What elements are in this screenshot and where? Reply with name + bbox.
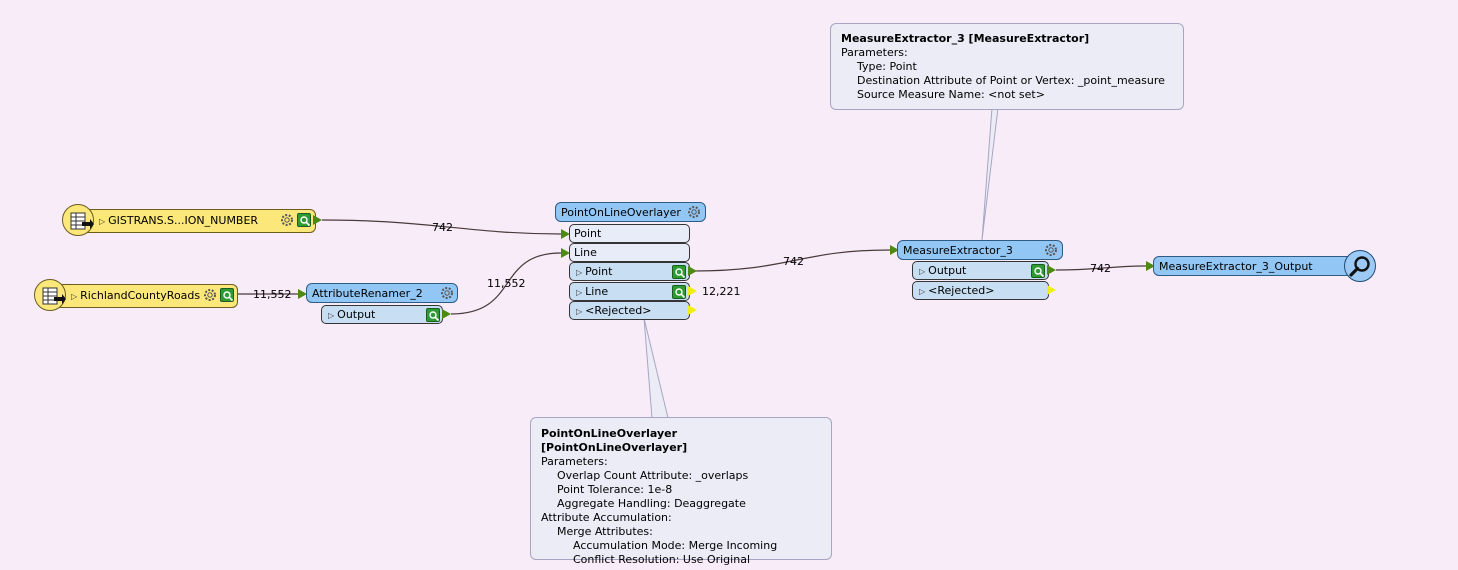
- callout-pointer-overlayer: [643, 317, 669, 419]
- expand-triangle-icon[interactable]: ▷: [576, 288, 583, 297]
- inspector-icon[interactable]: [1344, 250, 1376, 282]
- annotation-overlayer-line: Attribute Accumulation:: [541, 511, 672, 524]
- expand-triangle-icon[interactable]: ▷: [71, 292, 78, 301]
- reader-gistrans-label: GISTRANS.S...ION_NUMBER: [108, 214, 259, 227]
- inspect-icon[interactable]: [672, 285, 686, 299]
- output-port-arrow[interactable]: [442, 309, 451, 319]
- port-extractor-rejected-label: <Rejected>: [928, 284, 995, 297]
- annotation-extractor-line: Parameters:: [841, 46, 908, 59]
- count-point-to-extractor: 742: [783, 255, 804, 268]
- output-port-point-label: Point: [585, 265, 613, 278]
- output-port-line-label: Line: [585, 285, 609, 298]
- annotation-extractor-title: MeasureExtractor_3 [MeasureExtractor]: [841, 32, 1090, 45]
- input-port-arrow[interactable]: [890, 245, 899, 255]
- reader-gistrans[interactable]: ▷GISTRANS.S...ION_NUMBER: [80, 209, 322, 233]
- annotation-overlayer-line: Point Tolerance: 1e-8: [557, 483, 673, 496]
- output-port-rejected-label: <Rejected>: [585, 304, 652, 317]
- annotation-overlayer-line: Overlap Count Attribute: _overlaps: [557, 469, 749, 482]
- input-port-arrow[interactable]: [1146, 261, 1155, 271]
- input-port-point-label: Point: [574, 227, 602, 240]
- port-renamer-output[interactable]: ▷Output: [321, 305, 443, 324]
- rejected-port-arrow[interactable]: [688, 305, 697, 315]
- count-gistrans-to-point: 742: [432, 221, 453, 234]
- output-port-rejected[interactable]: ▷<Rejected>: [569, 301, 690, 320]
- output-port-line[interactable]: ▷Line: [569, 282, 690, 301]
- port-extractor-output[interactable]: ▷Output: [912, 261, 1049, 280]
- annotation-point-on-line-overlayer[interactable]: PointOnLineOverlayer [PointOnLineOverlay…: [530, 417, 832, 566]
- input-port-arrow[interactable]: [561, 248, 570, 258]
- gear-icon[interactable]: [1044, 243, 1058, 257]
- inspect-icon[interactable]: [426, 308, 440, 322]
- annotation-measure-extractor[interactable]: MeasureExtractor_3 [MeasureExtractor] Pa…: [830, 23, 1184, 110]
- inspect-icon[interactable]: [1031, 264, 1045, 278]
- annotation-overlayer-line: Accumulation Mode: Merge Incoming: [573, 539, 778, 552]
- annotation-overlayer-line: Parameters:: [541, 455, 608, 468]
- expand-triangle-icon[interactable]: ▷: [328, 311, 335, 320]
- transformer-measure-extractor[interactable]: MeasureExtractor_3: [897, 240, 1063, 260]
- port-renamer-output-label: Output: [337, 308, 376, 321]
- output-port-arrow[interactable]: [688, 266, 697, 276]
- rejected-port-arrow[interactable]: [1047, 285, 1056, 295]
- expand-triangle-icon[interactable]: ▷: [919, 267, 926, 276]
- output-port-arrow[interactable]: [1047, 265, 1056, 275]
- output-port-arrow-line[interactable]: [688, 286, 697, 296]
- output-port-point[interactable]: ▷Point: [569, 262, 690, 281]
- inspector-measure-extractor-output[interactable]: MeasureExtractor_3_Output: [1153, 256, 1353, 276]
- port-extractor-output-label: Output: [928, 264, 967, 277]
- transformer-point-on-line-overlayer[interactable]: PointOnLineOverlayer: [555, 202, 706, 222]
- gear-icon[interactable]: [440, 286, 454, 300]
- output-port-arrow[interactable]: [313, 215, 322, 225]
- reader-richland-label: RichlandCountyRoads: [80, 289, 201, 302]
- count-renamer-to-line: 11,552: [487, 277, 526, 290]
- inspect-icon[interactable]: [220, 288, 234, 302]
- annotation-extractor-line: Source Measure Name: <not set>: [857, 88, 1045, 101]
- inspect-icon[interactable]: [297, 213, 311, 227]
- annotation-overlayer-line: Aggregate Handling: Deaggregate: [557, 497, 746, 510]
- count-richland-to-renamer: 11,552: [253, 288, 292, 301]
- gear-icon[interactable]: [687, 205, 701, 219]
- input-port-point[interactable]: Point: [569, 224, 690, 243]
- input-port-arrow[interactable]: [561, 229, 570, 239]
- gear-icon[interactable]: [280, 213, 294, 227]
- expand-triangle-icon[interactable]: ▷: [99, 217, 106, 226]
- annotation-overlayer-line: Merge Attributes:: [557, 525, 653, 538]
- transformer-attribute-renamer-title: AttributeRenamer_2: [312, 287, 423, 300]
- expand-triangle-icon[interactable]: ▷: [576, 307, 583, 316]
- transformer-overlayer-title: PointOnLineOverlayer: [561, 206, 681, 219]
- expand-triangle-icon[interactable]: ▷: [576, 268, 583, 277]
- reader-richland[interactable]: ▷RichlandCountyRoads: [52, 284, 238, 308]
- expand-triangle-icon[interactable]: ▷: [919, 287, 926, 296]
- inspector-title: MeasureExtractor_3_Output: [1159, 260, 1313, 273]
- inspect-icon[interactable]: [672, 265, 686, 279]
- input-port-arrow[interactable]: [298, 289, 307, 299]
- count-line-out: 12,221: [702, 285, 741, 298]
- table-reader-icon[interactable]: [62, 204, 94, 236]
- count-extractor-to-inspector: 742: [1090, 262, 1111, 275]
- transformer-attribute-renamer[interactable]: AttributeRenamer_2: [306, 283, 458, 303]
- transformer-extractor-title: MeasureExtractor_3: [903, 244, 1013, 257]
- annotation-extractor-line: Destination Attribute of Point or Vertex…: [857, 74, 1165, 87]
- table-reader-icon[interactable]: [34, 279, 66, 311]
- callout-pointer-extractor: [981, 107, 999, 241]
- annotation-extractor-line: Type: Point: [857, 60, 917, 73]
- input-port-line-label: Line: [574, 246, 597, 259]
- annotation-overlayer-title: PointOnLineOverlayer [PointOnLineOverlay…: [541, 427, 688, 454]
- annotation-overlayer-line: Conflict Resolution: Use Original: [573, 553, 750, 566]
- port-extractor-rejected[interactable]: ▷<Rejected>: [912, 281, 1049, 300]
- gear-icon[interactable]: [203, 288, 217, 302]
- input-port-line[interactable]: Line: [569, 243, 690, 262]
